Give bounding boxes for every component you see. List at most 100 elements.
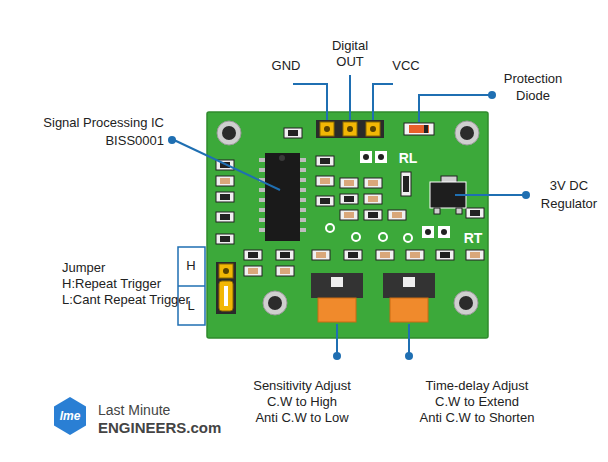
smd-component: [368, 212, 378, 218]
leader-dot: [522, 191, 530, 199]
smd-component: [344, 180, 354, 186]
leader-line: [336, 324, 338, 354]
jumper-header: [219, 281, 233, 311]
rl-pads: [363, 154, 369, 160]
smd-component: [316, 176, 334, 186]
signal-processing-ic: [279, 155, 285, 161]
rt-pads: [422, 226, 434, 238]
smd-component: [340, 194, 358, 204]
smd-component: [276, 266, 294, 276]
smd-component: [220, 214, 230, 220]
smd-component: [320, 198, 330, 204]
board-silkscreen: RL: [399, 150, 418, 166]
text-line: L:Cant Repeat Trigger: [62, 292, 190, 308]
leader-line: [293, 84, 327, 120]
signal-processing-ic: [259, 153, 306, 241]
potentiometer: [390, 298, 428, 322]
logo-text: ENGINEERS.com: [98, 419, 221, 437]
text-line: GND: [272, 58, 301, 74]
jumper-header: [223, 268, 229, 274]
mounting-hole: [459, 296, 473, 310]
smd-component: [410, 252, 420, 258]
potentiometer: [311, 273, 363, 298]
test-pad: [352, 233, 360, 241]
smd-component: [248, 252, 258, 258]
smd-component: [436, 250, 454, 260]
rl-pads: [360, 151, 387, 163]
text-line: OUT: [332, 54, 368, 70]
jumper-header: [216, 262, 236, 314]
potentiometer: [311, 273, 435, 322]
smd-component: [388, 210, 406, 220]
header-pin: [370, 126, 376, 132]
smd-component: [284, 128, 302, 138]
smd-component: [364, 210, 382, 220]
smd-component: [380, 252, 390, 258]
signal-processing-ic: [300, 158, 306, 162]
leader-line: [373, 84, 393, 120]
smd-component: [320, 158, 330, 164]
text-line: H:Repeat Trigger: [62, 276, 190, 292]
smd-component: [280, 252, 290, 258]
smd-component: [316, 196, 334, 206]
smd-component: [466, 250, 484, 260]
mounting-hole: [222, 126, 236, 140]
leader-line: [408, 324, 410, 354]
signal-processing-ic: [259, 198, 265, 202]
logo-hexagon: [54, 397, 86, 435]
smd-component: [440, 252, 450, 258]
part-name: 3V DC Regulator: [541, 177, 597, 213]
rt-pads: [425, 229, 431, 235]
text-line: Jumper: [62, 260, 190, 276]
signal-processing-ic: [300, 178, 306, 182]
smd-component: [368, 196, 378, 202]
header-pin: [320, 122, 334, 136]
smd-component: [280, 268, 290, 274]
pcb-board: [207, 112, 488, 338]
text-line: ENGINEERS.com: [98, 419, 221, 437]
leader-dot: [333, 352, 341, 360]
smd-component: [276, 250, 294, 260]
signal-processing-ic: [259, 158, 265, 162]
header-pin: [316, 120, 384, 138]
jumper-position: H: [186, 258, 195, 274]
test-pad: [326, 224, 334, 232]
test-pad: [326, 224, 412, 242]
smd-component: [216, 192, 234, 202]
text-line: Sensitivity Adjust: [253, 378, 351, 394]
mounting-hole: [263, 291, 287, 315]
part-name: Time-delay Adjust C.W to Extend Anti C.W…: [420, 378, 535, 426]
signal-processing-ic: [259, 218, 265, 222]
smd-component: [376, 250, 394, 260]
smd-component: [220, 236, 230, 242]
part-name: Signal Processing IC BISS0001: [43, 114, 164, 150]
mounting-hole: [454, 291, 478, 315]
jumper-bracket: [178, 247, 205, 325]
signal-processing-ic: [259, 228, 265, 232]
jumper-header: [216, 262, 236, 314]
text-line: C.W to High: [253, 394, 351, 410]
text-line: Anti C.W to Shorten: [420, 410, 535, 426]
text-line: BISS0001: [43, 132, 164, 150]
smd-component: [344, 250, 362, 260]
rl-pads: [375, 151, 387, 163]
part-name: Protection Diode: [504, 70, 563, 104]
text-line: Time-delay Adjust: [420, 378, 535, 394]
leader-line: [349, 75, 351, 120]
smd-component: [368, 180, 378, 186]
text-line: L: [187, 298, 194, 314]
mounting-hole: [268, 296, 282, 310]
rt-pads: [441, 229, 447, 235]
text-line: H: [186, 258, 195, 274]
leader-line: [419, 95, 490, 122]
text-line: Signal Processing IC: [43, 114, 164, 132]
smd-component: [344, 196, 354, 202]
smd-component: [470, 210, 480, 216]
protection-diode: [404, 123, 434, 135]
smd-component: [216, 128, 484, 276]
pin-label: Digital OUT: [332, 38, 368, 70]
voltage-regulator: [456, 208, 462, 214]
header-pin: [343, 122, 357, 136]
